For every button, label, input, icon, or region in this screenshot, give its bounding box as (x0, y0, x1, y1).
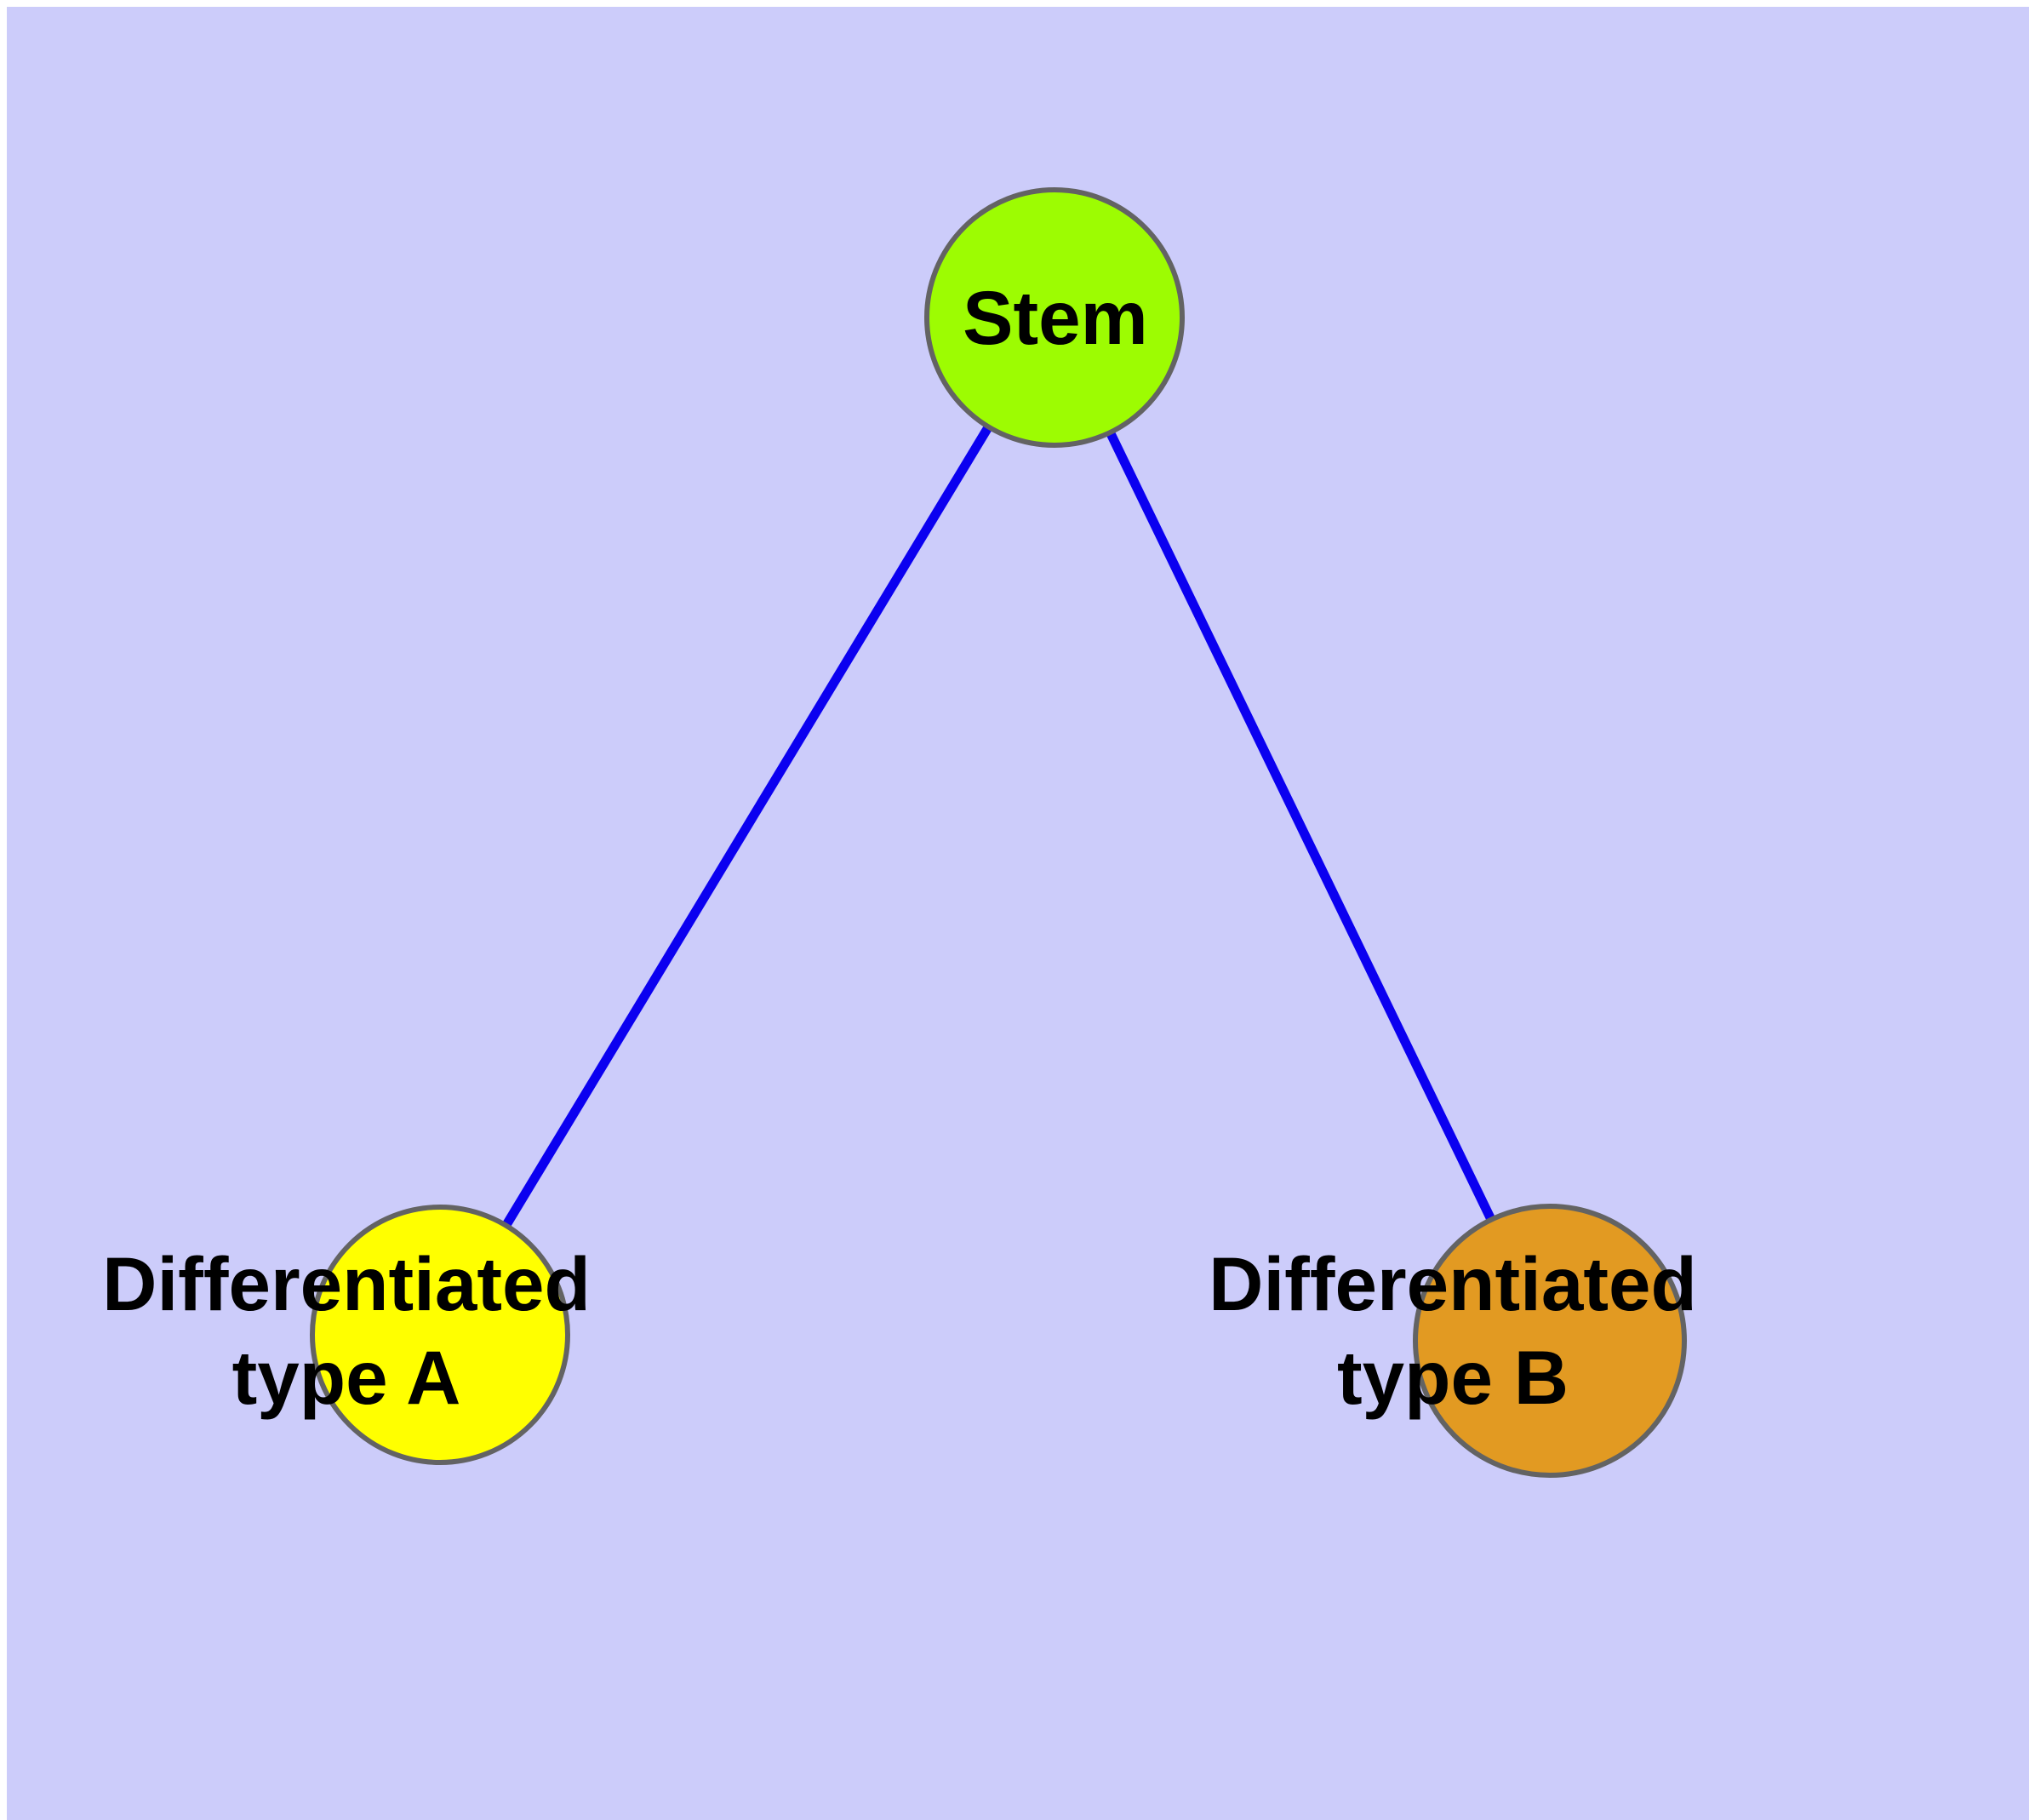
graph-node-stem[interactable] (924, 187, 1185, 448)
graph-node-diff_a[interactable] (310, 1205, 570, 1465)
nodes-layer (310, 187, 1687, 1478)
edges-layer (436, 315, 1554, 1343)
graph-node-diff_b[interactable] (1413, 1204, 1687, 1478)
graph-edge-stem-to-a[interactable] (436, 315, 1059, 1337)
graph-edge-stem-to-b[interactable] (1050, 315, 1554, 1343)
